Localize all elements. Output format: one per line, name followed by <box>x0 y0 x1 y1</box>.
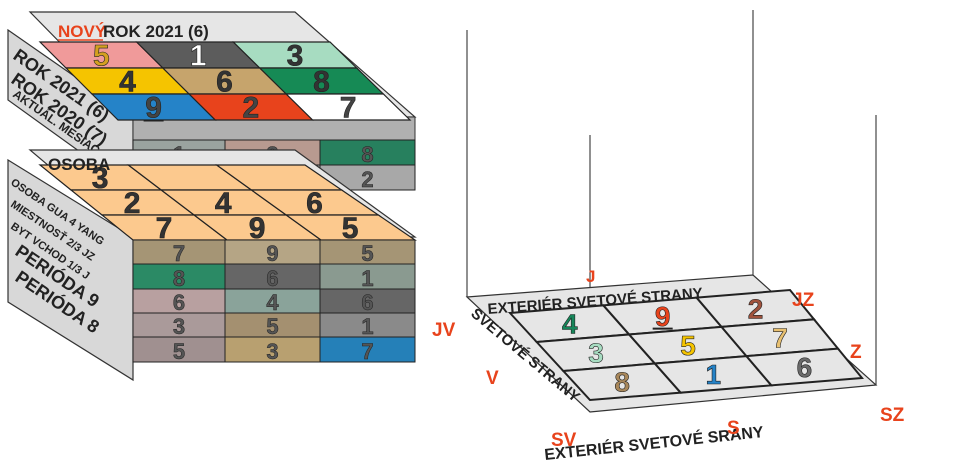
lower-grid-digit: 6 <box>306 187 323 220</box>
title-rest: ROK 2021 (6) <box>103 22 209 41</box>
right-grid-digit: 6 <box>797 352 813 383</box>
lower-top-label: OSOBA <box>48 155 110 174</box>
dir-sv: SV <box>551 430 577 451</box>
lower-layer-cell <box>319 336 416 363</box>
dir-sz: SZ <box>880 405 905 426</box>
lower-grid-digit: 4 <box>215 187 232 220</box>
dir-v: V <box>486 368 499 389</box>
lower-layer-digit: 3 <box>173 314 185 339</box>
upper-layer2-digit: 8 <box>361 142 373 167</box>
lower-layer-digit: 1 <box>361 314 373 339</box>
upper-grid-digit: 5 <box>93 40 110 73</box>
right-grid-digit: 2 <box>748 293 764 324</box>
lower-grid-digit: 2 <box>124 187 141 220</box>
dir-s: S <box>727 418 740 439</box>
lower-layer-digit: 5 <box>173 339 185 364</box>
title-accent: NOVÝ <box>58 22 107 41</box>
lower-grid-digit: 3 <box>92 162 109 195</box>
upper-grid-digit: 8 <box>313 66 330 99</box>
lower-layer-digit: 5 <box>266 314 278 339</box>
upper-grid-digit: 9 <box>145 92 162 125</box>
lower-left-side <box>7 158 134 382</box>
lower-layer-digit: 7 <box>361 339 373 364</box>
lower-layer-cell <box>224 263 321 290</box>
lower-layer-cell <box>224 239 321 265</box>
right-grid-digit: 8 <box>614 367 630 398</box>
lower-layer-digit: 7 <box>173 241 185 266</box>
lower-grid-digit: 9 <box>249 212 266 245</box>
lower-layer-digit: 8 <box>173 266 185 291</box>
right-grid-digit: 7 <box>772 323 788 354</box>
lower-layer-digit: 4 <box>266 290 279 315</box>
lower-grid-digit: 7 <box>156 212 173 245</box>
lower-layer-digit: 1 <box>361 266 373 291</box>
upper-grid-digit: 1 <box>190 40 207 73</box>
right-grid-digit: 5 <box>680 330 696 361</box>
lower-layer-digit: 6 <box>361 290 373 315</box>
upper-layer2-cell <box>319 139 416 166</box>
lower-layer-cell <box>132 288 226 314</box>
upper-grid-cell <box>284 93 412 121</box>
dir-j: J <box>586 267 595 286</box>
right-grid-cell <box>744 347 864 387</box>
right-grid-digit: 1 <box>706 359 722 390</box>
lower-grid-digit: 5 <box>342 212 359 245</box>
dir-jz: JZ <box>792 290 815 311</box>
lower-layer-cell <box>224 312 321 338</box>
lower-layer-digit: 6 <box>266 266 278 291</box>
upper-grid: 5 1 3 4 6 8 9 2 7 <box>38 39 412 125</box>
dir-jv: JV <box>432 320 456 341</box>
upper-grid-digit: 4 <box>119 66 136 99</box>
upper-grid-digit: 3 <box>287 40 304 73</box>
lower-layer-cell <box>132 263 226 290</box>
lower-layer-digit: 9 <box>266 241 278 266</box>
lower-layer-cell <box>319 263 416 290</box>
lower-layer-cell <box>224 336 321 363</box>
upper-grid-digit: 6 <box>216 66 233 99</box>
right-grid-digit: 9 <box>655 301 671 332</box>
lower-layer-digit: 6 <box>173 290 185 315</box>
upper-grid-digit: 2 <box>242 92 259 125</box>
upper-grid-digit: 7 <box>340 92 357 125</box>
right-grid-digit: 3 <box>588 338 604 369</box>
right-grid: 4 9 2 3 5 7 8 1 6 <box>507 288 864 402</box>
lower-layer-digit: 5 <box>361 241 373 266</box>
upper-layer3-digit: 2 <box>361 167 373 192</box>
lower-layer-cell <box>132 336 226 363</box>
right-grid-digit: 4 <box>562 308 578 339</box>
lower-layer-cell <box>319 312 416 338</box>
dir-z: Z <box>850 342 862 363</box>
upper-layer3-cell <box>319 164 416 191</box>
lower-layer-digit: 3 <box>266 339 278 364</box>
